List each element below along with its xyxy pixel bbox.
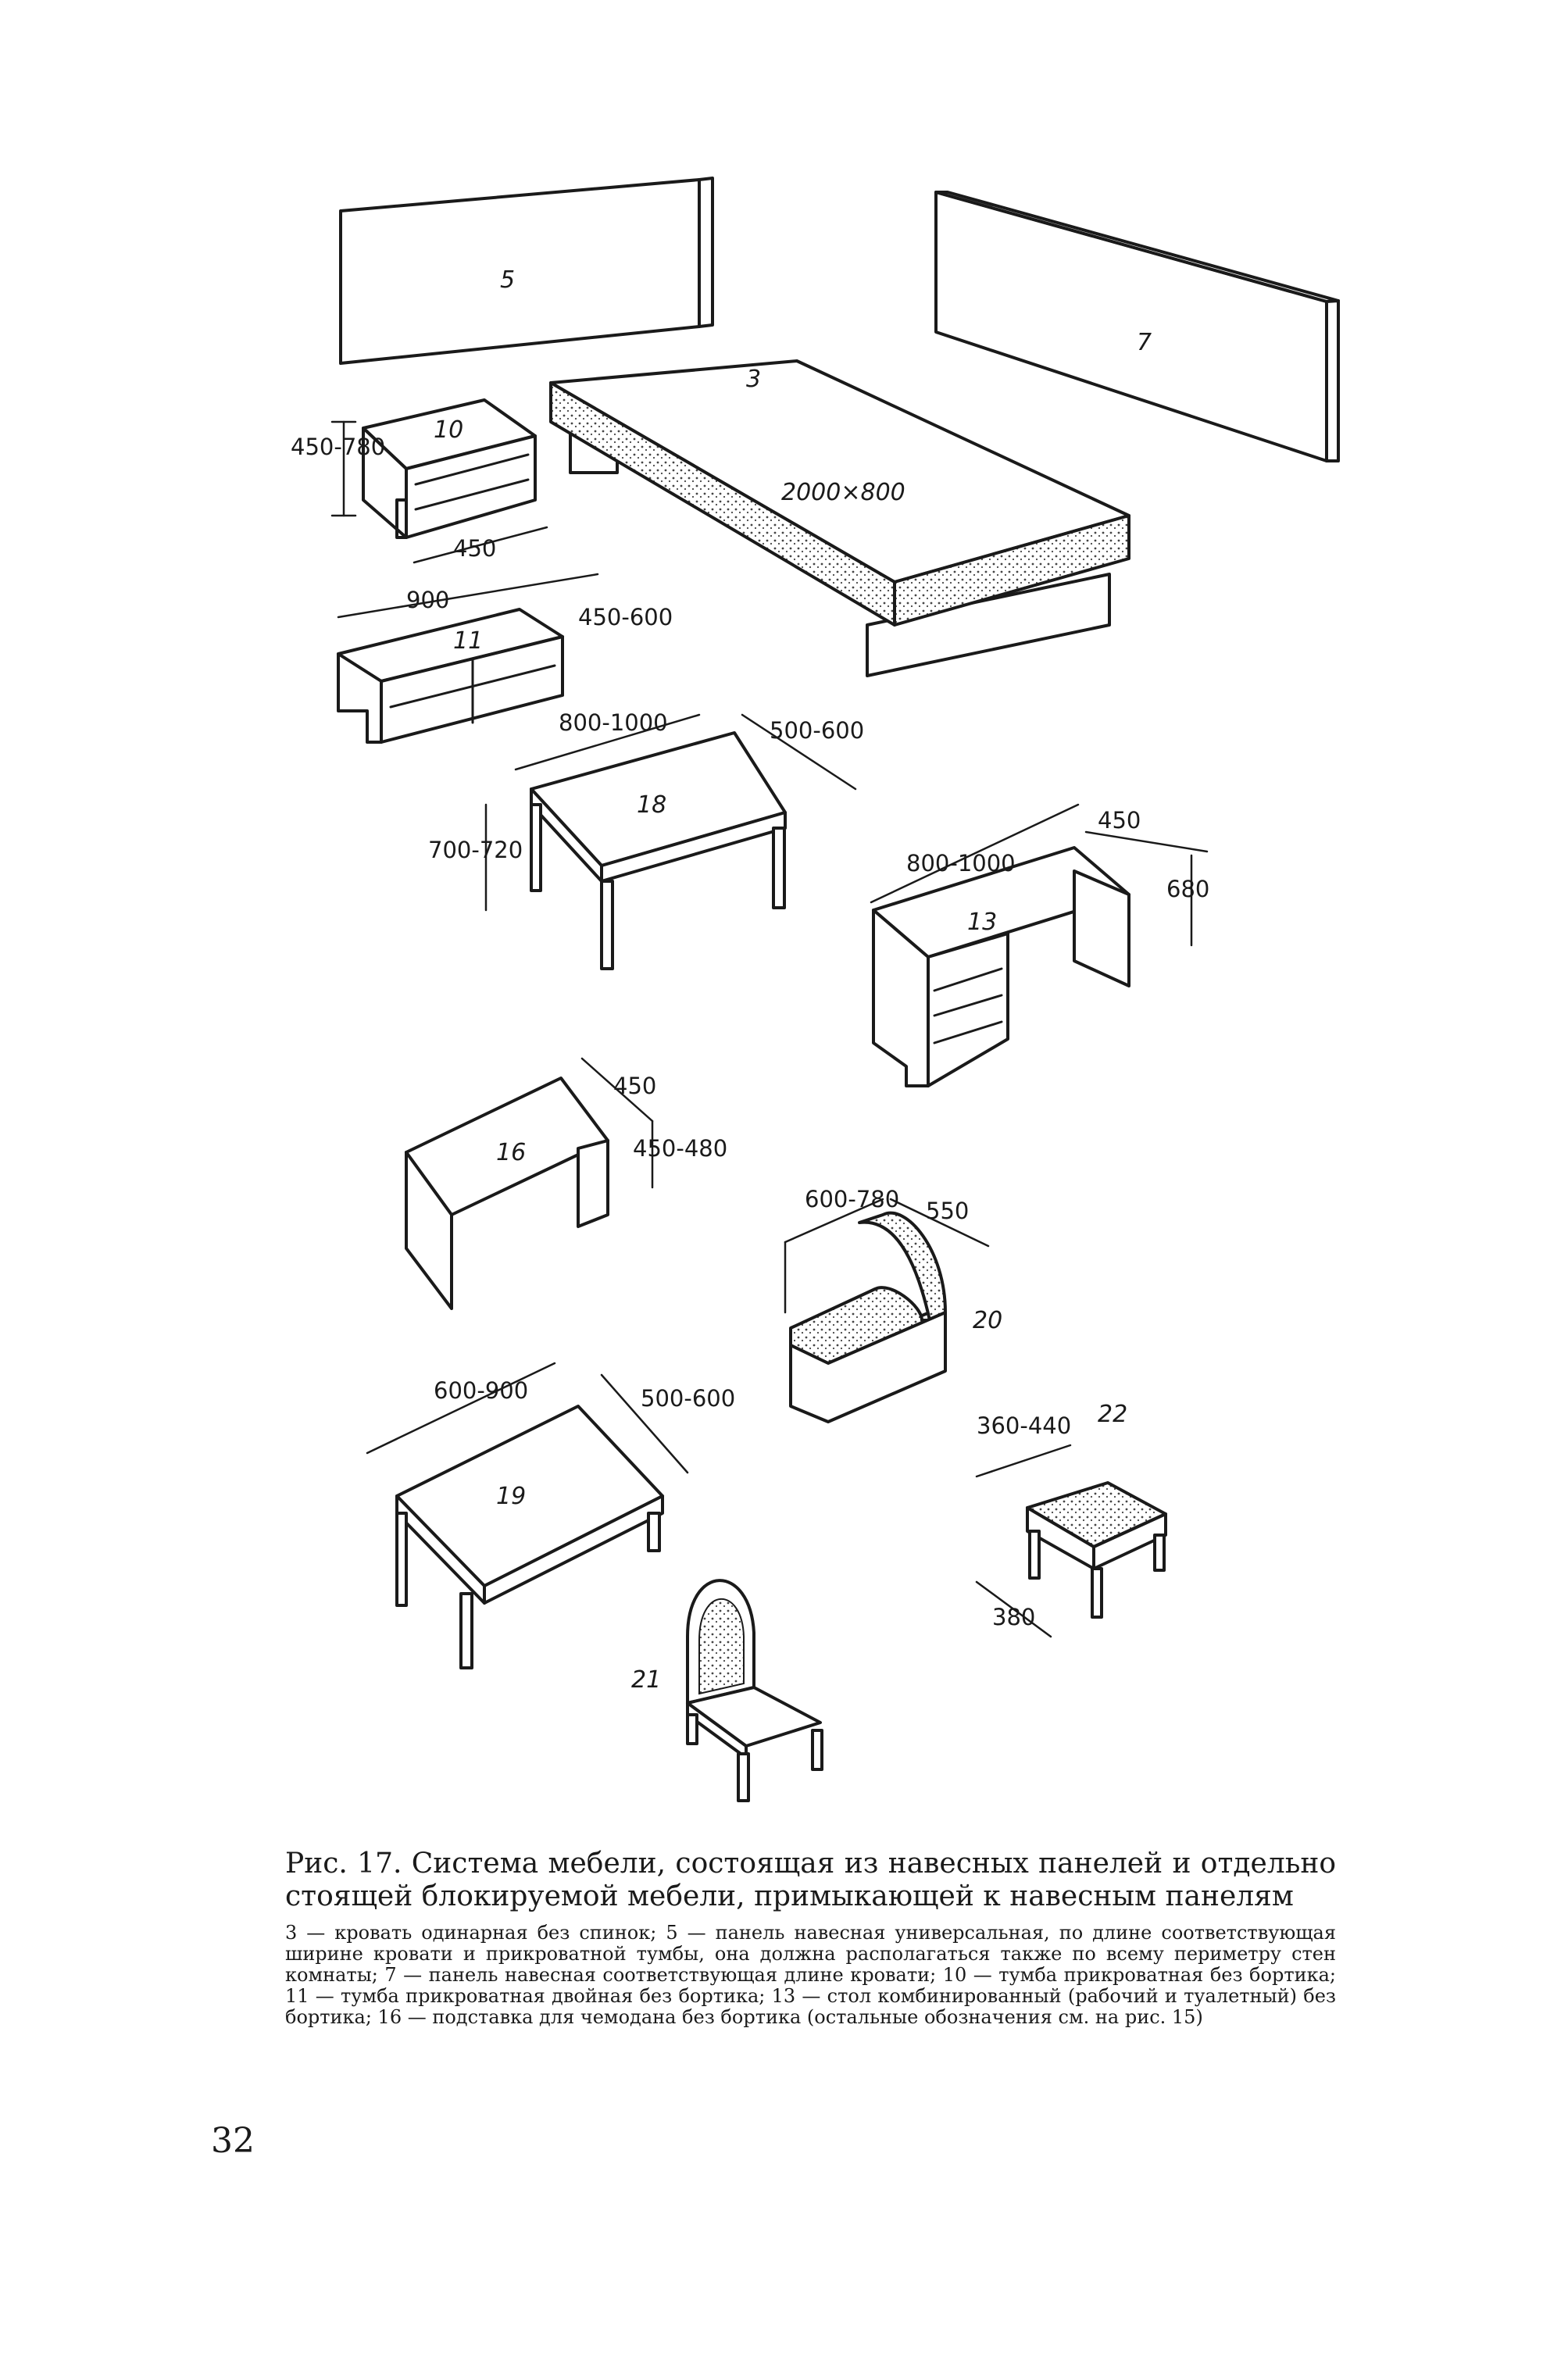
dim-20-depth: 550: [926, 1198, 969, 1224]
label-22: 22: [1098, 1401, 1127, 1428]
label-16: 16: [496, 1139, 526, 1166]
label-21: 21: [631, 1666, 661, 1694]
table-19: 19 600-900 500-600: [366, 1362, 735, 1669]
dim-16-height: 450-480: [633, 1135, 727, 1162]
dim-16-depth: 450: [613, 1073, 656, 1099]
dim-18-length: 800-1000: [559, 709, 668, 736]
bedside-table-10: 10 450-780 450: [291, 398, 548, 564]
label-5: 5: [500, 266, 515, 294]
label-19: 19: [496, 1483, 526, 1510]
armchair-20: 20 600-780 550: [784, 1186, 1002, 1423]
bed-size-label: 2000×800: [781, 479, 905, 506]
table-18: 18 800-1000 500-600 700-720: [428, 709, 864, 970]
desk-13: 13 800-1000 450 680: [870, 803, 1209, 1087]
label-7: 7: [1137, 329, 1152, 356]
dim-10-height: 450-780: [291, 434, 385, 460]
dim-10-width: 450: [453, 535, 496, 562]
page-number: 32: [211, 2121, 255, 2161]
stool-22: 22 360-440 380: [975, 1401, 1167, 1638]
caption-legend: 3 — кровать одинарная без спинок; 5 — па…: [285, 1922, 1336, 2028]
bed-3: 3 2000×800: [549, 359, 1130, 677]
label-10: 10: [434, 416, 463, 444]
wall-panel-7: 7: [934, 191, 1340, 462]
dim-20-width: 600-780: [805, 1186, 899, 1212]
dim-13-length: 800-1000: [906, 850, 1016, 877]
dim-18-depth: 500-600: [770, 717, 864, 744]
dim-19-depth: 500-600: [641, 1385, 735, 1412]
label-11: 11: [453, 627, 483, 655]
luggage-stand-16: 16 450 450-480: [405, 1057, 727, 1310]
dim-22-depth: 380: [992, 1604, 1035, 1630]
dim-13-depth: 450: [1098, 807, 1141, 834]
dim-11-length: 900: [406, 587, 449, 613]
label-20: 20: [973, 1307, 1002, 1334]
dim-13-height: 680: [1166, 876, 1209, 902]
figure-caption: Рис. 17. Система мебели, состоящая из на…: [285, 1848, 1336, 2028]
double-bedside-table-11: 11 900 450-600: [337, 573, 673, 744]
label-13: 13: [967, 909, 997, 936]
dim-18-height: 700-720: [428, 837, 523, 863]
caption-title: Рис. 17. Система мебели, состоящая из на…: [285, 1848, 1336, 1912]
chair-21: 21: [631, 1579, 823, 1802]
label-18: 18: [637, 791, 666, 819]
label-3: 3: [746, 366, 761, 393]
dim-19-length: 600-900: [434, 1377, 528, 1404]
dim-22-width: 360-440: [977, 1412, 1071, 1439]
wall-panel-5: 5: [339, 177, 714, 365]
furniture-figure: 5 7 3 2000×800 10 450-780 450: [291, 177, 1340, 1802]
dim-11-depth: 450-600: [578, 604, 673, 630]
